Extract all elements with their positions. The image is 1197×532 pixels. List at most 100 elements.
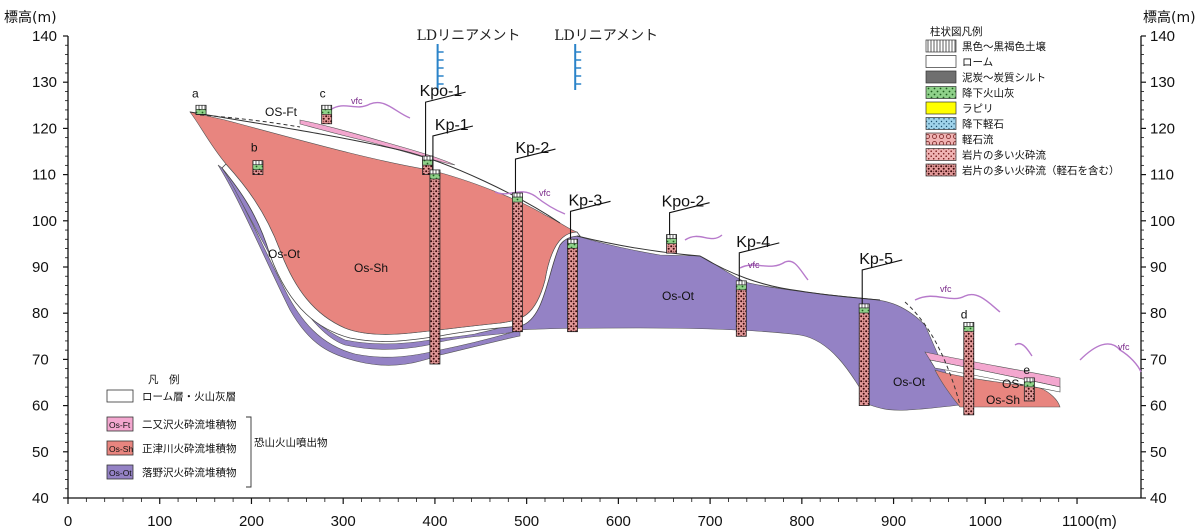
unit-legend-swatch <box>106 464 134 480</box>
borehole-label: Kpo-1 <box>420 83 463 100</box>
borehole-c: c <box>320 86 333 125</box>
y-tick-label-left: 90 <box>32 259 49 276</box>
vfc-tags: vfc vfc vfc vfc vfc <box>351 96 1130 352</box>
loam-legend-label: ローム層・火山灰層 <box>142 390 236 403</box>
unit-label-os-ot-right: Os-Ot <box>893 375 926 389</box>
x-tick-label: 0 <box>64 513 72 530</box>
y-tick-label-left: 50 <box>32 444 49 461</box>
borehole-column <box>567 238 578 333</box>
legend-bracket <box>246 416 252 488</box>
column-legend-label: ラピリ <box>962 103 994 115</box>
soil-cap <box>1024 377 1035 383</box>
borehole-leader <box>861 259 903 304</box>
borehole-kp1: Kp-1 <box>429 117 474 365</box>
y-axis-title-left: 標高(m) <box>4 9 57 26</box>
y-tick-label-left: 130 <box>32 74 57 91</box>
vfc-line-1 <box>329 101 411 119</box>
soil-cap <box>252 160 264 166</box>
borehole-a: a <box>192 86 207 115</box>
x-tick-label: 900 <box>881 513 906 530</box>
unit-label-os-ot-left: Os-Ot <box>268 247 301 261</box>
borehole-label: e <box>1023 363 1030 377</box>
y-axis-title-right: 標高(m) <box>1143 9 1196 26</box>
column-legend-title: 柱状図凡例 <box>930 25 983 38</box>
vfc-line-2 <box>494 191 566 215</box>
unit-legend-code: Os-Ot <box>109 468 132 478</box>
borehole-label: Kp-5 <box>859 251 893 268</box>
soil-cap <box>567 238 578 244</box>
y-tick-label-right: 70 <box>1150 351 1167 368</box>
borehole-leader <box>569 200 611 240</box>
column-legend-swatch <box>925 39 957 53</box>
column-legend-swatch <box>925 117 957 130</box>
dashed-contact-1 <box>199 114 961 406</box>
borehole-kp2: Kp-2 <box>512 140 556 333</box>
unit-legend-swatch <box>106 440 134 456</box>
soil-cap <box>858 303 870 309</box>
soil-cap <box>195 105 207 110</box>
borehole-kpo2: Kpo-2 <box>662 194 710 254</box>
borehole-column <box>512 192 523 333</box>
os-sh-body <box>189 111 578 335</box>
ash-layer <box>429 173 441 180</box>
x-tick-label: 700 <box>698 513 723 530</box>
unit-legend-code: Os-Sh <box>109 444 133 454</box>
borehole-label: Kp-2 <box>515 140 549 157</box>
borehole-label: Kp-3 <box>569 192 603 209</box>
borehole-column <box>429 169 441 365</box>
soil-cap <box>512 192 523 198</box>
ash-layer <box>512 196 523 203</box>
ash-layer <box>195 109 207 115</box>
y-tick-label-left: 80 <box>32 305 49 322</box>
unit-label-os-sh: Os-Sh <box>354 261 388 275</box>
ash-layer <box>422 159 433 166</box>
column-legend-swatch <box>925 101 957 115</box>
soil-cap <box>666 234 677 239</box>
column-legend-label: 岩片の多い火砕流 <box>962 149 1046 162</box>
borehole-label: b <box>251 141 258 155</box>
group-legend-label: 恐山火山噴出物 <box>254 436 328 449</box>
ash-layer <box>1024 381 1035 388</box>
ash-layer <box>963 326 975 332</box>
unit-legend-label: 落野沢火砕流堆積物 <box>142 466 237 479</box>
column-legend-swatch <box>925 132 957 146</box>
ash-layer <box>252 164 264 171</box>
borehole-column <box>963 322 975 416</box>
column-legend: 柱状図凡例 黒色～黒褐色土壌ローム泥炭～炭質シルト降下火山灰ラピリ降下軽石軽石流… <box>925 25 1120 177</box>
y-tick-label-right: 100 <box>1150 213 1175 230</box>
borehole-e: e <box>1023 363 1035 402</box>
borehole-column <box>858 303 870 406</box>
column-legend-swatch <box>925 163 957 177</box>
column-legend-label: 黒色～黒褐色土壌 <box>962 40 1046 53</box>
y-tick-label-left: 60 <box>32 398 49 415</box>
column-legend-label: 軽石流 <box>962 133 994 146</box>
soil-cap <box>321 105 332 110</box>
vfc-line-4 <box>739 260 809 281</box>
y-tick-label-right: 140 <box>1150 28 1175 45</box>
unit-legend-code: Os-Ft <box>109 420 131 430</box>
vfc-line-5 <box>914 293 1001 313</box>
ash-layer <box>735 284 747 291</box>
y-tick-label-right: 130 <box>1150 74 1175 91</box>
x-axis-unit-label: 1100(m) <box>1062 513 1117 530</box>
vfc-tag: vfc <box>748 260 760 270</box>
y-tick-label-left: 110 <box>32 167 56 184</box>
x-tick-label: 300 <box>331 513 356 530</box>
borehole-label: d <box>961 307 968 321</box>
unit-label-os-sh-right: Os-Sh <box>986 393 1020 407</box>
ash-layer <box>858 307 870 314</box>
borehole-kp3: Kp-3 <box>567 192 611 333</box>
vfc-tag: vfc <box>539 188 551 198</box>
soil-cap <box>963 322 975 327</box>
vfc-tag: vfc <box>1118 342 1130 352</box>
unit-legend-label: 正津川火砕流堆積物 <box>142 442 237 455</box>
x-tick-label: 200 <box>239 513 264 530</box>
borehole-label: Kpo-2 <box>662 194 705 211</box>
borehole-kp4: Kp-4 <box>735 234 780 337</box>
x-tick-label: 1000 <box>969 513 1002 530</box>
os-ft-upper-left <box>299 119 456 166</box>
